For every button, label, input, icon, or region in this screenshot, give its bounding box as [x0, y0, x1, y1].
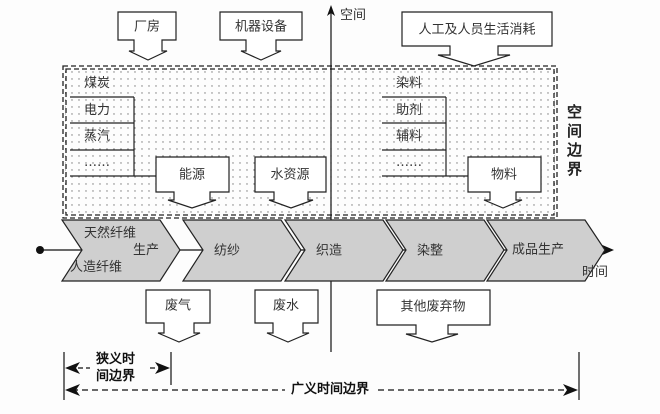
- callout-labor: [401, 11, 553, 67]
- callout-equipment: [219, 11, 303, 61]
- chevron-label-weaving: 织造: [315, 243, 343, 259]
- energy-bracket: [70, 96, 156, 177]
- callout-factory: [117, 11, 177, 61]
- output-exhaust-gas-label: 废气: [164, 298, 192, 314]
- callout-wastewater: [254, 289, 319, 343]
- energy-item-coal: 煤炭: [84, 76, 111, 91]
- output-other-waste-label: 其他废弃物: [400, 299, 466, 315]
- energy-item-steam: 蒸汽: [84, 129, 111, 144]
- material-item-more: ……: [396, 155, 422, 170]
- chevron-label-dyeing-finishing: 染整: [416, 243, 444, 259]
- spatial-boundary-border-outer: [62, 65, 558, 219]
- spatial-boundary-border-inner: [65, 68, 555, 216]
- broad-time-boundary: [72, 352, 580, 400]
- chevron-production: [60, 219, 181, 282]
- callout-exhaust-gas: [145, 289, 211, 343]
- space-axis-label: 空间: [340, 8, 367, 23]
- material-item-dye: 染料: [396, 76, 423, 91]
- water-label: 水资源: [270, 167, 310, 183]
- chevron-sub-manmade-fiber: 人造纤维: [70, 260, 123, 275]
- spatial-boundary-region: [65, 68, 555, 216]
- broad-time-boundary-label: 广义时间边界: [291, 382, 370, 397]
- input-labor-label: 人工及人员生活消耗: [418, 22, 536, 38]
- energy-item-electricity: 电力: [84, 103, 111, 118]
- narrow-time-boundary-line2: 间边界: [96, 369, 136, 384]
- chevron-finished-product: [485, 219, 606, 282]
- chevron-spinning: [181, 219, 302, 282]
- input-factory-label: 厂房: [133, 19, 161, 35]
- energy-item-more: ……: [84, 155, 110, 170]
- chevron-label-production: 生产: [133, 243, 160, 258]
- chevron-label-spinning: 纺纱: [213, 243, 241, 259]
- broad-boundary-left-arrowhead: [65, 384, 80, 396]
- chevron-dyeing-finishing: [384, 219, 505, 282]
- chevron-sub-natural-fiber: 天然纤维: [84, 226, 137, 241]
- input-equipment-label: 机器设备: [234, 19, 288, 35]
- material-bracket: [382, 96, 468, 177]
- callout-other-waste: [376, 289, 491, 343]
- callout-water: [254, 156, 327, 209]
- broad-boundary-right-arrowhead: [563, 384, 578, 396]
- material-label: 物料: [490, 167, 518, 183]
- narrow-boundary-right-arrowhead: [155, 362, 170, 374]
- callout-material: [467, 156, 542, 209]
- callout-energy: [155, 156, 230, 209]
- process-chain: [60, 219, 606, 282]
- output-wastewater-label: 废水: [272, 298, 300, 314]
- time-axis-label: 时间: [582, 265, 609, 280]
- chevron-label-finished-product: 成品生产: [511, 242, 565, 258]
- material-item-auxiliary-agent: 助剂: [396, 103, 423, 118]
- narrow-boundary-left-arrowhead: [65, 362, 80, 374]
- spatial-boundary-label: 空间边界: [565, 104, 583, 180]
- energy-label: 能源: [178, 167, 206, 183]
- space-axis-arrowhead: [327, 5, 335, 16]
- narrow-time-boundary-line1: 狭义时: [96, 352, 136, 367]
- material-item-accessory: 辅料: [396, 129, 423, 144]
- chevron-weaving: [283, 219, 404, 282]
